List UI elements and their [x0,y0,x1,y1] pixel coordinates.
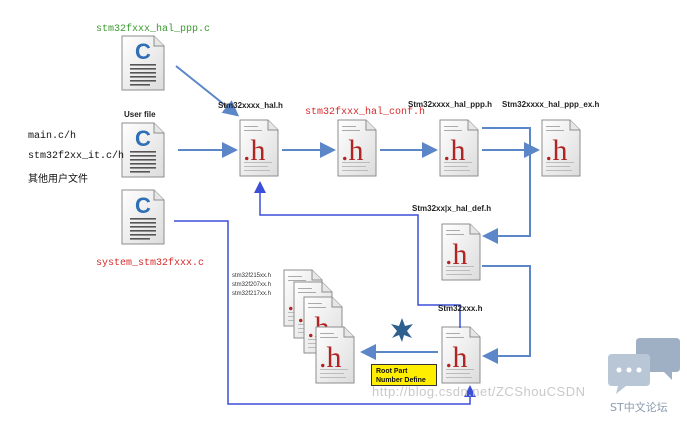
user-file-icon [121,122,165,178]
hal-ppp-ex-h-label: Stm32xxxx_hal_ppp_ex.h [502,100,600,109]
system-c-file-icon [121,189,165,245]
device-header-label-3: stm32f217xx.h [232,291,272,297]
stm32xxx-h-label: Stm32xxx.h [438,304,483,313]
hal-h-file-icon [239,119,279,177]
hal-def-h-file-icon [441,223,481,281]
device-header-label-2: stm32f207xx.h [232,282,272,288]
hal-conf-h-label: stm32fxxx_hal_conf.h [305,107,426,118]
system-c-label: system_stm32fxxx.c [96,258,205,269]
st-forum-logo-icon [608,338,680,394]
other-user-files-label: 其他用户文件 [28,174,88,185]
hal-ppp-h-label: Stm32xxxx_hal_ppp.h [408,100,493,109]
star-icon [391,318,413,342]
st-forum-logo-text: ST中文论坛 [610,401,668,414]
main-c-label: main.c/h [28,131,77,142]
stm32xxx-h-file-icon [441,326,481,384]
hal-def-h-label: Stm32xx|x_hal_def.h [412,204,492,213]
hal-h-label: Stm32xxxx_hal.h [218,101,283,110]
device-header-icon-4 [315,326,355,384]
hal-ppp-h-file-icon [439,119,479,177]
hal-conf-h-file-icon [337,119,377,177]
loop-back-line [254,181,461,328]
dependency-arrows [175,65,540,364]
hal-ppp-c-file-icon [121,35,165,91]
it-c-label: stm32f2xx_it.c/h [28,151,125,162]
root-part-note: Root Part Number Define [371,364,437,386]
system-file-line [174,220,476,405]
watermark-text: http://blog.csdn.net/ZCShouCSDN [372,384,586,399]
root-part-line-2: Number Define [376,377,426,384]
device-header-label-1: stm32f215xx.h [232,273,272,279]
user-file-label: User file [124,110,156,119]
hal-ppp-c-label: stm32fxxx_hal_ppp.c [96,24,211,35]
hal-ppp-ex-h-file-icon [541,119,581,177]
root-part-line-1: Root Part [376,368,408,375]
